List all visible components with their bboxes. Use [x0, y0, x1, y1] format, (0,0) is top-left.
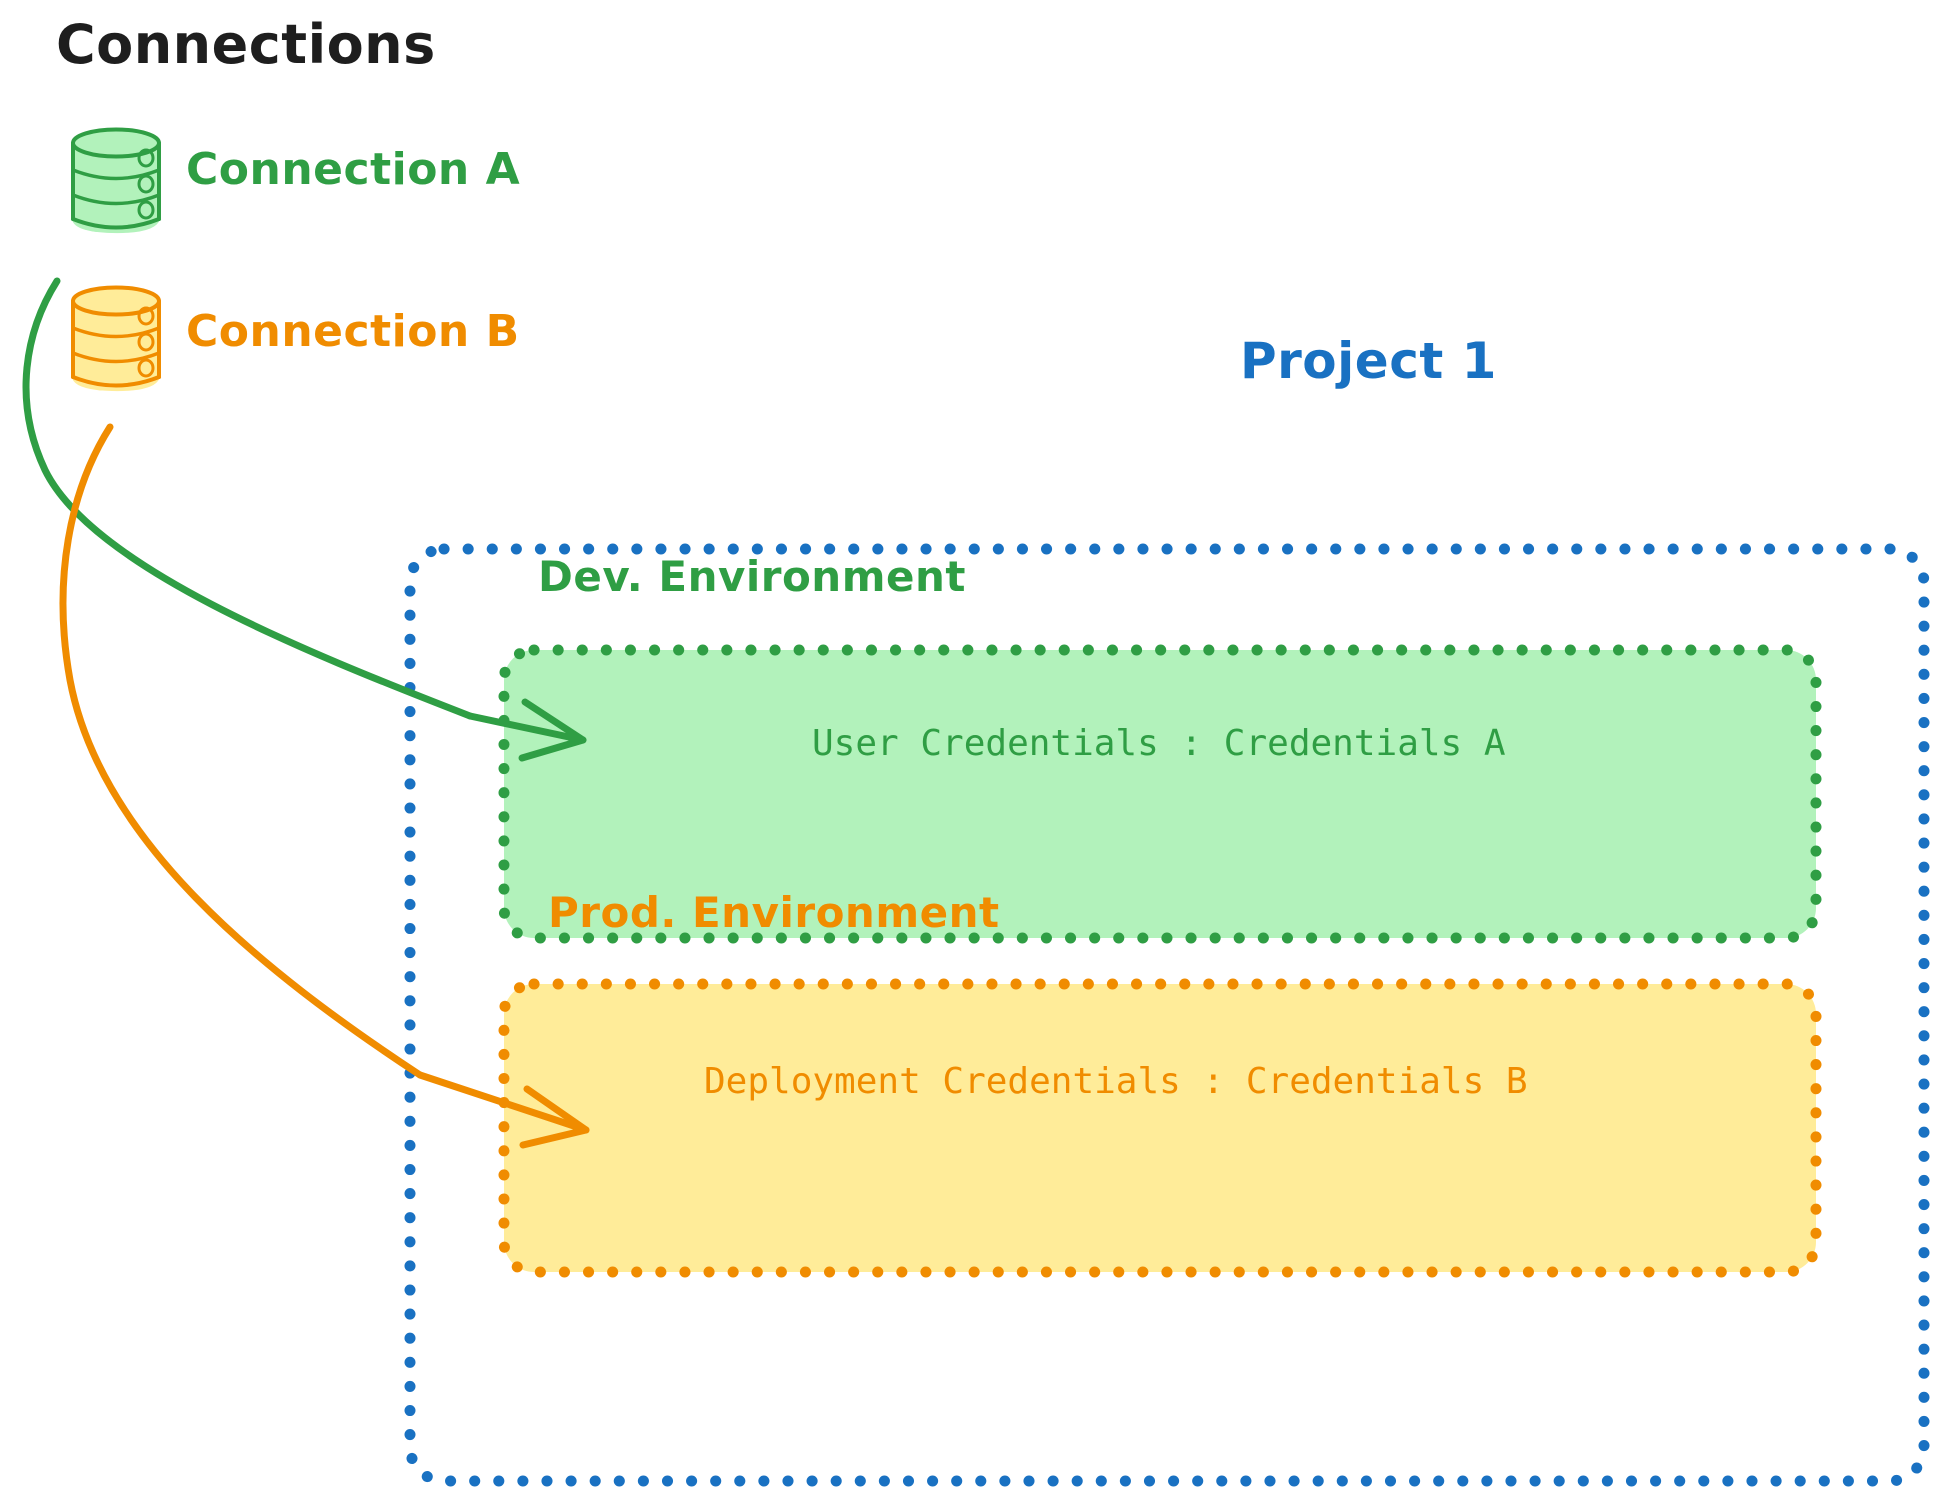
connection-b-label[interactable]: Connection B	[186, 306, 520, 357]
db-b-led-3	[137, 358, 155, 378]
db-a-body-fill	[72, 141, 160, 234]
db-a-divider-2	[71, 193, 161, 206]
connection-a-label[interactable]: Connection A	[186, 144, 521, 195]
db-b-divider-2	[71, 351, 161, 364]
arrow-connection-b-to-prod[interactable]	[59, 423, 590, 1149]
prod-environment-box-border	[498, 978, 1822, 1278]
arrow-a-head	[518, 698, 587, 762]
project-title: Project 1	[1240, 332, 1497, 390]
prod-environment-box[interactable]	[504, 984, 1816, 1272]
db-b-led-2	[137, 332, 155, 352]
db-b-body-fill	[72, 299, 160, 392]
db-a-top-fill	[72, 128, 160, 156]
db-a-divider-1	[71, 168, 161, 181]
dev-environment-credentials: User Credentials : Credentials A	[812, 723, 1506, 764]
prod-environment-credentials: Deployment Credentials : Credentials B	[704, 1061, 1528, 1102]
db-b-bottom-curve	[71, 375, 161, 388]
db-a-led-1	[137, 148, 155, 168]
db-b-divider-1	[71, 326, 161, 339]
db-a-led-3	[137, 200, 155, 220]
arrow-a-tip-join	[466, 712, 587, 744]
arrow-b-head	[519, 1085, 590, 1149]
db-b-top-fill	[72, 286, 160, 314]
db-a-top-ellipse	[71, 127, 161, 159]
dev-environment-title: Dev. Environment	[538, 552, 966, 601]
db-b-top-ellipse	[71, 285, 161, 317]
database-cylinder-icon-connection-b[interactable]	[71, 285, 161, 392]
db-b-led-1	[137, 306, 155, 326]
prod-environment-title: Prod. Environment	[548, 888, 1000, 937]
project-container-box[interactable]	[404, 543, 1930, 1487]
page-title: Connections	[56, 13, 436, 76]
arrow-b-curve	[59, 423, 424, 1079]
db-a-led-2	[137, 174, 155, 194]
db-a-bottom-curve	[71, 217, 161, 230]
arrow-b-tip-join	[416, 1071, 590, 1134]
database-cylinder-icon-connection-a[interactable]	[71, 127, 161, 234]
